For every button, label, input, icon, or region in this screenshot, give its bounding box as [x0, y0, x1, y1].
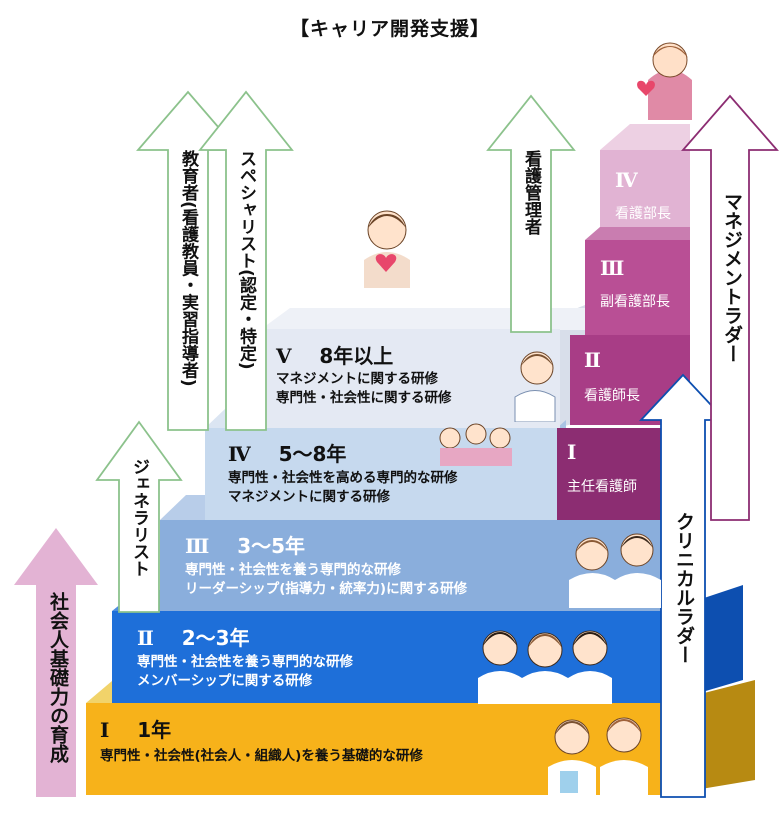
step-iii-top [160, 495, 205, 520]
mgmt-i-title: 主任看護師 [567, 479, 637, 495]
step-iv-line-2: マネジメントに関する研修 [228, 489, 390, 505]
mgmt-i-block [557, 428, 665, 520]
step-iii-heading: Ⅲ 3～5年 [185, 530, 305, 559]
step-iii-level: Ⅲ [185, 534, 210, 558]
mgmt-iv-level: Ⅳ [615, 168, 638, 192]
mgmt-iv-block [600, 150, 690, 240]
step-ii-years: 2～3年 [181, 626, 250, 650]
nurse-cheer-illustration [514, 351, 556, 422]
mgmt-iv-title: 看護部長 [615, 206, 671, 222]
mgmt-iv-top [600, 124, 690, 150]
step-ii-line-2: メンバーシップに関する研修 [137, 673, 313, 689]
nurses-cheer-illustration [569, 533, 661, 608]
mgmt-iii-top [585, 227, 690, 240]
generalist-label: ジェネラリスト [129, 458, 149, 577]
management-ladder-arrow [681, 94, 779, 521]
educator-label: 教育者(看護教員・実習指導者) [178, 150, 198, 387]
step-i-years: 1年 [137, 718, 172, 742]
step-i-top [86, 681, 112, 703]
mgmt-ii-title: 看護師長 [584, 388, 640, 404]
mgmt-iii-title: 副看護部長 [600, 294, 670, 310]
generalist-arrow [95, 420, 183, 613]
step-v-level: Ⅴ [276, 344, 292, 368]
step-iv-heading: Ⅳ 5～8年 [228, 438, 346, 467]
mgmt-iii-block [585, 240, 690, 335]
specialist-label: スペシャリスト(認定・特定) [236, 150, 256, 370]
nurse-manager-label: 看護管理者 [521, 150, 541, 235]
step-ii-level: Ⅱ [137, 626, 154, 650]
step-ii-heading: Ⅱ 2～3年 [137, 622, 250, 651]
nurse-team-small-illustration [439, 423, 512, 466]
nurses-group-illustration [478, 630, 612, 704]
step-i-line-1: 専門性・社会性(社会人・組織人)を養う基礎的な研修 [100, 748, 423, 764]
step-v-top [260, 308, 590, 330]
page-title: 【キャリア開発支援】 [289, 18, 490, 40]
educator-arrow [136, 90, 240, 431]
step-v-front [260, 329, 560, 428]
new-nurses-illustration [548, 717, 648, 795]
step-v-line-1: マネジメントに関する研修 [276, 371, 438, 387]
clinical-ladder-arrow [638, 373, 728, 798]
step-i-level: Ⅰ [100, 718, 110, 742]
step-v-years: 8年以上 [319, 344, 394, 368]
mgmt-i-level: Ⅰ [567, 440, 577, 464]
step-ii-line-1: 専門性・社会性を養う専門的な研修 [137, 654, 353, 670]
management-ladder-label: マネジメントラダー [721, 192, 743, 363]
step-v-line-2: 専門性・社会性に関する研修 [276, 390, 452, 406]
step-iv-years: 5～8年 [278, 442, 347, 466]
nurse-manager-arrow [486, 94, 576, 333]
social-skills-label: 社会人基礎力の育成 [47, 592, 69, 763]
mgmt-iii-level: Ⅲ [600, 256, 625, 280]
social-skills-arrow [14, 528, 98, 797]
step-iv-line-1: 専門性・社会性を高める専門的な研修 [228, 470, 458, 486]
step-v-heading: Ⅴ 8年以上 [276, 340, 393, 369]
step-iv-level: Ⅳ [228, 442, 251, 466]
step-iii-line-2: リーダーシップ(指導力・統率力)に関する研修 [185, 581, 468, 597]
clinical-ladder-label: クリニカルラダー [673, 512, 695, 664]
nurse-heart-illustration [364, 210, 410, 288]
specialist-arrow [198, 90, 294, 431]
step-iii-years: 3～5年 [237, 534, 306, 558]
mgmt-ii-level: Ⅱ [584, 348, 601, 372]
step-i-heading: Ⅰ 1年 [100, 714, 171, 743]
step-iii-line-1: 専門性・社会性を養う専門的な研修 [185, 562, 401, 578]
nurse-director-illustration [637, 42, 692, 120]
